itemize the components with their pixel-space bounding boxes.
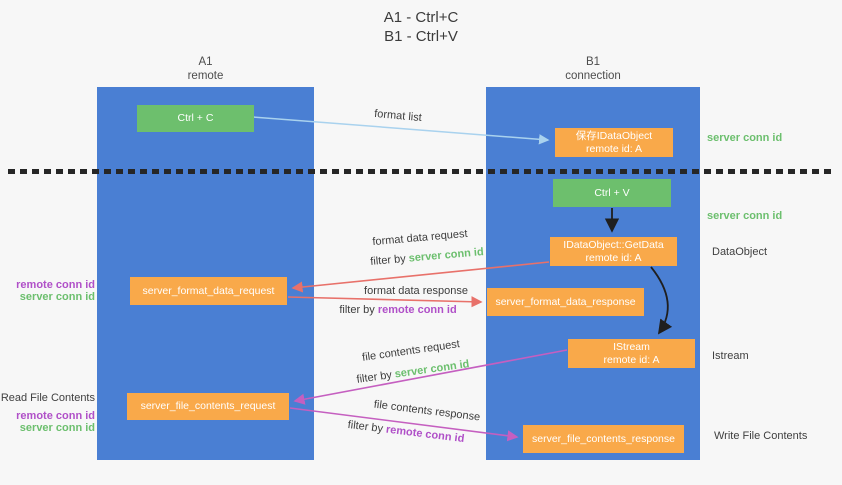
remote-conn-id-left-label-2: remote conn id bbox=[16, 410, 95, 422]
format-data-response-arrow bbox=[287, 296, 483, 308]
server-file-contents-request-label: server_file_contents_request bbox=[140, 400, 276, 412]
istream-box: IStream remote id: A bbox=[568, 339, 695, 368]
getdata-to-istream-arrow bbox=[650, 266, 673, 335]
server-conn-id-right-label-1: server conn id bbox=[707, 132, 783, 144]
server-conn-id-left-label-2: server conn id bbox=[19, 422, 95, 434]
istream-side-label: Istream bbox=[712, 350, 749, 362]
server-format-data-response-box: server_format_data_response bbox=[487, 288, 644, 316]
idataobject-getdata-line2: remote id: A bbox=[585, 251, 642, 264]
column-a1-name: remote bbox=[187, 70, 224, 82]
copy-paste-divider-line bbox=[8, 169, 836, 174]
server-format-data-response-label: server_format_data_response bbox=[495, 295, 636, 308]
format-list-arrow bbox=[252, 116, 550, 145]
write-file-contents-label: Write File Contents bbox=[714, 430, 808, 442]
server-conn-id-right-label-2: server conn id bbox=[707, 210, 783, 222]
server-format-data-request-label: server_format_data_request bbox=[142, 284, 275, 297]
save-idataobject-box: 保存IDataObject remote id: A bbox=[555, 128, 673, 157]
remote-conn-id-left-label-1: remote conn id bbox=[16, 279, 95, 291]
column-b1-name: connection bbox=[565, 70, 621, 82]
column-header-a1: A1 remote bbox=[97, 55, 314, 83]
server-file-contents-response-label: server_file_contents_response bbox=[531, 432, 675, 445]
ctrl-v-box: Ctrl + V bbox=[553, 179, 671, 207]
server-file-contents-response-box: server_file_contents_response bbox=[523, 425, 684, 453]
column-b1-id: B1 bbox=[585, 56, 601, 68]
server-format-data-request-box: server_format_data_request bbox=[130, 277, 287, 305]
file-contents-request-arrow bbox=[293, 349, 568, 405]
column-header-b1: B1 connection bbox=[486, 55, 700, 83]
filter-by-remote-conn-id-label-1: filter by remote conn id bbox=[339, 304, 456, 316]
server-conn-id-left-label-1: server conn id bbox=[19, 291, 95, 303]
page-title-line2: B1 - Ctrl+V bbox=[384, 28, 458, 45]
filter-by-text: filter by bbox=[339, 304, 378, 316]
server-file-contents-request-box: server_file_contents_request bbox=[127, 393, 289, 420]
page-title: A1 - Ctrl+C B1 - Ctrl+V bbox=[0, 8, 842, 46]
save-idataobject-line2: remote id: A bbox=[585, 142, 643, 155]
dataobject-label: DataObject bbox=[712, 246, 768, 258]
istream-line1: IStream bbox=[613, 340, 650, 353]
idataobject-getdata-line1: IDataObject::GetData bbox=[563, 238, 664, 251]
read-file-contents-label: Read File Contents bbox=[0, 392, 95, 404]
remote-conn-id-text: remote conn id bbox=[377, 304, 457, 316]
file-contents-response-arrow bbox=[289, 407, 519, 442]
ctrl-v-label: Ctrl + V bbox=[594, 186, 630, 199]
idataobject-getdata-box: IDataObject::GetData remote id: A bbox=[550, 237, 677, 266]
save-idataobject-line1: 保存IDataObject bbox=[575, 129, 653, 142]
column-a1-id: A1 bbox=[198, 56, 213, 68]
istream-line2: remote id: A bbox=[603, 353, 660, 366]
format-data-request-arrow bbox=[291, 261, 550, 293]
format-data-response-label: format data response bbox=[364, 285, 468, 297]
ctrl-c-label: Ctrl + C bbox=[177, 112, 214, 124]
ctrl-c-box: Ctrl + C bbox=[137, 105, 254, 132]
page-title-line1: A1 - Ctrl+C bbox=[383, 9, 459, 26]
